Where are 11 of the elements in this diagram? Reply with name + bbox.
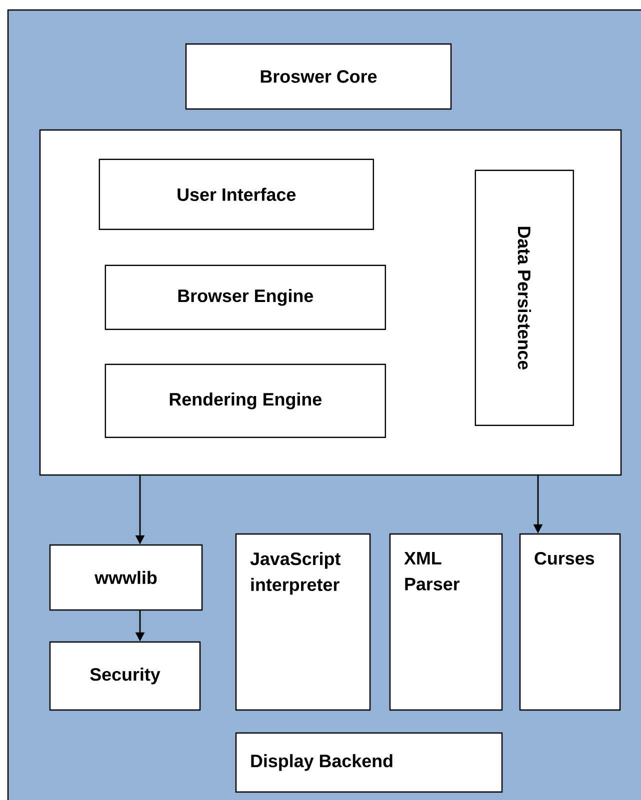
component-box: Rendering Engine — [104, 364, 386, 438]
component-box: Curses — [519, 533, 621, 711]
component-box: XML Parser — [389, 533, 503, 711]
component-box: Security — [49, 641, 201, 711]
component-box: Browser Engine — [104, 264, 386, 330]
component-box: Data Persistence — [474, 170, 574, 426]
component-box: User Interface — [98, 158, 374, 230]
component-box: Broswer Core — [185, 43, 452, 110]
component-box: Display Backend — [235, 732, 503, 793]
component-box: wwwlib — [49, 544, 203, 611]
component-box: JavaScript interpreter — [235, 533, 371, 711]
